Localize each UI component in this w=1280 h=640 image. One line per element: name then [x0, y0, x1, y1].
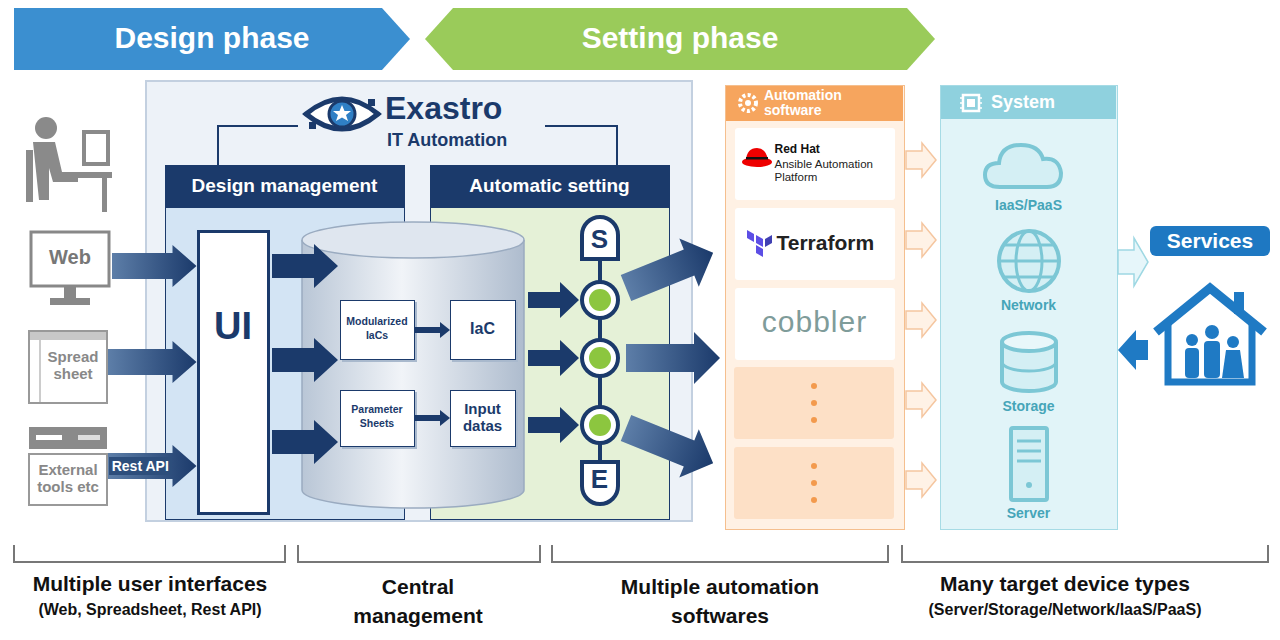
- device-item: Storage: [955, 330, 1103, 420]
- node-text: Spread sheet: [42, 348, 104, 383]
- node-text: System: [991, 92, 1111, 113]
- flow-arrow: [1118, 330, 1148, 370]
- end-marker: E: [580, 460, 620, 506]
- node-text: Storage: [955, 398, 1103, 414]
- caption-label: Multiple user interfaces: [0, 572, 300, 596]
- node-text: E: [580, 465, 620, 495]
- node-text: Automatic setting: [431, 175, 668, 197]
- ui-box: UI: [197, 230, 270, 515]
- user-icon: [26, 117, 112, 212]
- flow-arrow: [112, 245, 197, 287]
- spreadsheet-doc: Spread sheet: [28, 330, 108, 404]
- node-text: Web: [33, 246, 107, 269]
- exastro-logo: [306, 99, 378, 129]
- device-item: IaaS/PaaS: [955, 135, 1103, 220]
- step-circles: [582, 282, 618, 443]
- storage-icon: [955, 330, 1103, 396]
- node-text: cobbler: [735, 305, 895, 340]
- flow-arrow: [415, 322, 450, 338]
- start-marker: S: [580, 215, 620, 261]
- service-users: Services: [1148, 226, 1272, 388]
- node-text: Modularized IaCs: [342, 315, 412, 342]
- document-box: Parameter Sheets: [340, 390, 415, 447]
- software-card: cobbler: [735, 288, 895, 360]
- device-item: Network: [955, 225, 1103, 315]
- node-text: IT Automation: [387, 130, 567, 151]
- caption-label: Central management: [318, 572, 518, 630]
- platform-panel: Exastro IT AutomationDesign managementUI A…: [145, 80, 693, 522]
- node-text: Red Hat: [775, 143, 893, 157]
- caption-label: (Server/Storage/Network/IaaS/PaaS): [870, 601, 1260, 619]
- input-arrows: [272, 244, 338, 464]
- node-text: Network: [955, 297, 1103, 313]
- node-text: UI: [200, 305, 267, 349]
- system-arrows: [906, 143, 936, 497]
- document-box: Modularized IaCs: [340, 300, 415, 360]
- phase-banner: Setting phase: [425, 8, 935, 70]
- node-text: Automation software: [764, 88, 900, 119]
- flow-line: [598, 261, 602, 461]
- node-text: External tools etc: [31, 461, 105, 496]
- caption-label: (Web, Spreadsheet, Rest API): [0, 601, 300, 619]
- database-cylinder: [300, 220, 526, 512]
- software-card: Red HatAnsible Automation Platform: [735, 128, 895, 200]
- software-card: Terraform: [735, 208, 895, 280]
- caption-label: Many target device types: [870, 572, 1260, 596]
- node-text: Exastro: [385, 90, 565, 127]
- brace-bracket: [14, 545, 1268, 562]
- software-panel: Automation softwareRed HatAnsible Automa…: [725, 85, 905, 530]
- node-text: Setting phase: [425, 21, 935, 56]
- node-text: Input datas: [451, 400, 514, 435]
- monitor-icon: [28, 230, 112, 310]
- node-text: Server: [955, 505, 1103, 521]
- flow-arrow: [1118, 238, 1148, 286]
- document-box: IaC: [450, 300, 516, 360]
- edge-label: Rest API: [109, 457, 172, 475]
- redhat-logo: [741, 142, 775, 172]
- node-text: S: [580, 225, 620, 255]
- phase-banner: Design phase: [14, 8, 410, 70]
- house-icon: [1148, 278, 1272, 388]
- system-panel: SystemIaaS/PaaS NetworkStorageServer: [940, 85, 1118, 530]
- node-text: IaaS/PaaS: [955, 197, 1103, 213]
- node-text: Terraform: [777, 231, 893, 255]
- cloud-icon: [955, 135, 1103, 195]
- flow-arrow: [415, 410, 450, 426]
- node-text: Design phase: [14, 21, 410, 56]
- server-icon: [955, 425, 1103, 503]
- node-text: Design management: [166, 175, 403, 197]
- execution-arrows: [616, 229, 723, 488]
- caption-label: Multiple automation softwares: [575, 572, 865, 630]
- terraform-logo: [745, 228, 773, 260]
- web-monitor: Web: [28, 230, 112, 310]
- node-text: Services: [1150, 226, 1270, 256]
- flow-arrow: [108, 445, 197, 487]
- external-tool: External tools etc: [28, 426, 108, 506]
- db-arrows: [528, 282, 579, 443]
- flow-arrow: [108, 341, 197, 383]
- document-box: Input datas: [450, 390, 516, 447]
- device-item: Server: [955, 425, 1103, 525]
- globe-icon: [955, 225, 1103, 295]
- node-text: Ansible Automation Platform: [775, 158, 893, 184]
- bracket-line: [218, 126, 617, 165]
- node-text: Parameter Sheets: [342, 403, 412, 430]
- node-text: IaC: [451, 320, 514, 338]
